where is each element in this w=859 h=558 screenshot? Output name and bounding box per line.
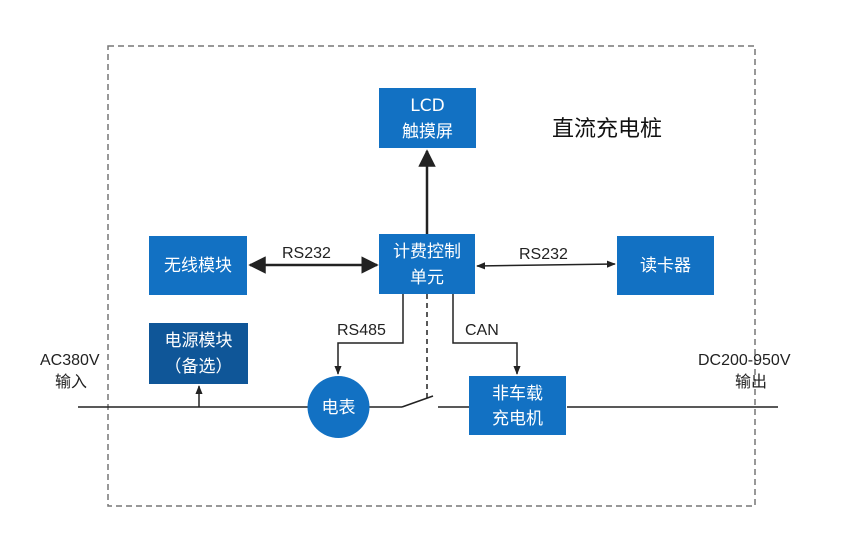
offboard-charger-box: 非车载 充电机 xyxy=(469,376,566,435)
meter-label: 电表 xyxy=(322,398,356,418)
lcd-line-2: 触摸屏 xyxy=(402,122,453,142)
control-line-1: 计费控制 xyxy=(393,242,461,262)
billing-control-unit-box: 计费控制 单元 xyxy=(379,234,475,294)
card-reader-box: 读卡器 xyxy=(617,236,714,295)
arrow-can-charger xyxy=(452,294,521,375)
control-line-2: 单元 xyxy=(410,268,444,288)
switch-blade xyxy=(401,395,434,408)
wireless-label: 无线模块 xyxy=(164,256,232,276)
charging-pile-boundary xyxy=(107,45,756,507)
rs232-left-label: RS232 xyxy=(282,245,331,262)
output-voltage-label: DC200-950V xyxy=(698,352,791,369)
arrow-rs485-meter xyxy=(334,294,404,375)
input-voltage-label: AC380V xyxy=(40,352,100,369)
input-caption: 输入 xyxy=(55,373,87,391)
power-module-line-1: 电源模块 xyxy=(165,331,233,351)
charger-line-1: 非车载 xyxy=(492,384,543,404)
rs485-label: RS485 xyxy=(337,322,386,339)
diagram-title: 直流充电桩 xyxy=(552,117,662,142)
meter-circle: 电表 xyxy=(307,376,370,438)
lcd-touchscreen-box: LCD 触摸屏 xyxy=(379,88,476,148)
can-label: CAN xyxy=(465,322,499,339)
charger-line-2: 充电机 xyxy=(492,409,543,429)
power-module-line-2: （备选） xyxy=(165,357,233,377)
arrow-rs232-card-reader xyxy=(476,260,616,270)
power-module-box: 电源模块 （备选） xyxy=(149,323,248,384)
lcd-line-1: LCD xyxy=(410,96,444,116)
wireless-module-box: 无线模块 xyxy=(149,236,247,295)
output-caption: 输出 xyxy=(735,373,767,391)
card-reader-label: 读卡器 xyxy=(640,256,691,276)
rs232-right-label: RS232 xyxy=(519,246,568,263)
